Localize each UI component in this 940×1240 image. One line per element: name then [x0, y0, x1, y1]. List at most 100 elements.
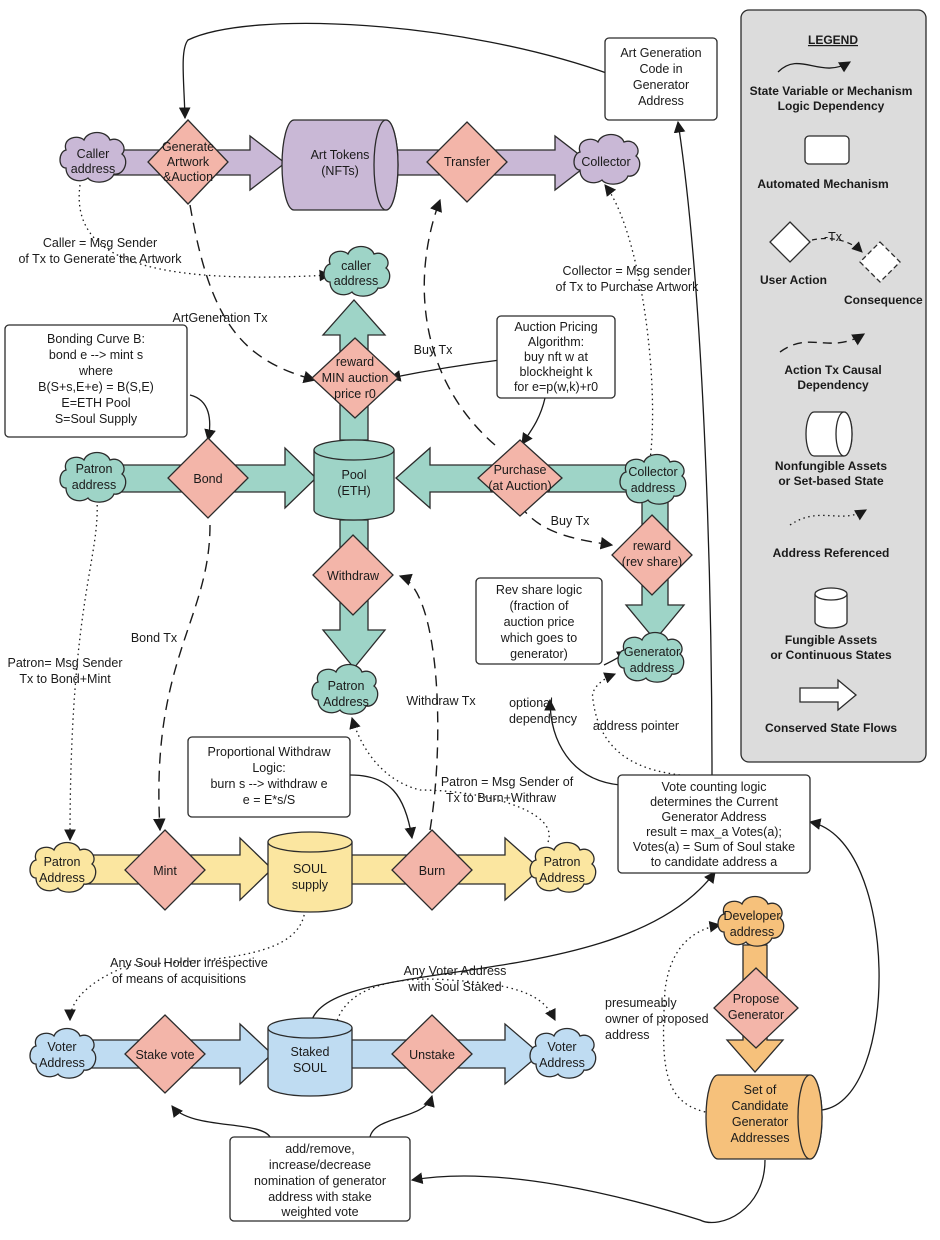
tx-bond-to-mint — [153, 524, 211, 832]
dep-auction-to-reward — [388, 359, 501, 382]
artgeneration-tx-label: ArtGeneration Tx — [173, 311, 269, 325]
dep-auction-to-purchase — [521, 397, 546, 445]
buy-tx-label-2: Buy Tx — [551, 514, 590, 528]
svg-text:Burn: Burn — [419, 864, 445, 878]
svg-text:Unstake: Unstake — [409, 1048, 455, 1062]
reward-revshare-diamond: reward(rev share) — [611, 514, 693, 596]
tx-purchase-to-revshare — [519, 504, 614, 550]
ref-caller-to-caller — [78, 184, 332, 282]
unstake-diamond[interactable]: Unstake — [391, 1014, 473, 1094]
ref-patron-to-patron — [64, 499, 98, 842]
action-tx-dependencies — [153, 198, 614, 832]
svg-text:Conserved State Flows: Conserved State Flows — [765, 721, 897, 735]
dashed-diamond-icon — [859, 241, 901, 283]
dep-staked-to-vote — [309, 871, 716, 1031]
dep-propwithdraw-to-burn — [349, 774, 417, 840]
dep-vote-to-revshare — [544, 698, 621, 786]
dep-candidates-to-addremove — [410, 1159, 766, 1224]
dep-addremove-to-stake — [171, 1105, 271, 1138]
rounded-box-icon — [804, 135, 850, 165]
stake-vote-diamond[interactable]: Stake vote — [124, 1014, 206, 1094]
bond-tx-label: Bond Tx — [131, 631, 178, 645]
dep-addremove-to-unstake — [369, 1094, 435, 1138]
burn-diamond[interactable]: Burn — [391, 829, 473, 911]
vertical-cylinder-icon — [814, 587, 848, 629]
purchase-diamond[interactable]: Purchase(at Auction) — [477, 439, 563, 517]
tx-burn-to-withdraw — [398, 573, 439, 831]
mint-diamond: Mint — [124, 829, 206, 911]
address-pointer-label: address pointer — [593, 719, 679, 733]
block-arrow-icon — [799, 678, 858, 712]
ref-vote-to-generator — [591, 672, 681, 776]
dep-vote-to-artcode — [673, 120, 713, 776]
address-references — [64, 184, 726, 1116]
buy-tx-label-1: Buy Tx — [414, 343, 453, 357]
pool-cylinder: Pool(ETH) — [313, 439, 395, 521]
bond-diamond[interactable]: Bond — [167, 437, 249, 519]
svg-text:User Action: User Action — [760, 273, 827, 287]
svg-text:Address Referenced: Address Referenced — [773, 546, 890, 560]
svg-text:Bonding Curve B:bond e --> min: Bonding Curve B:bond e --> mint swhereB(… — [38, 332, 154, 426]
pool-label: Pool(ETH) — [337, 468, 370, 498]
svg-text:reward(rev share): reward(rev share) — [622, 539, 682, 569]
dep-artcode-to-generate — [178, 22, 613, 120]
svg-text:Consequence: Consequence — [844, 293, 923, 307]
tx-generate-to-reward — [189, 204, 317, 384]
diamond-icon — [769, 221, 811, 263]
svg-text:Transfer: Transfer — [444, 155, 490, 169]
ref-collector-to-collector — [604, 184, 654, 461]
svg-text:Automated Mechanism: Automated Mechanism — [757, 177, 888, 191]
svg-text:Mint: Mint — [153, 864, 177, 878]
svg-text:Collector: Collector — [581, 155, 630, 169]
tx-purchase-to-transfer — [423, 198, 496, 446]
transfer-diamond: Transfer — [426, 121, 508, 203]
legend-title: LEGEND — [808, 33, 858, 47]
